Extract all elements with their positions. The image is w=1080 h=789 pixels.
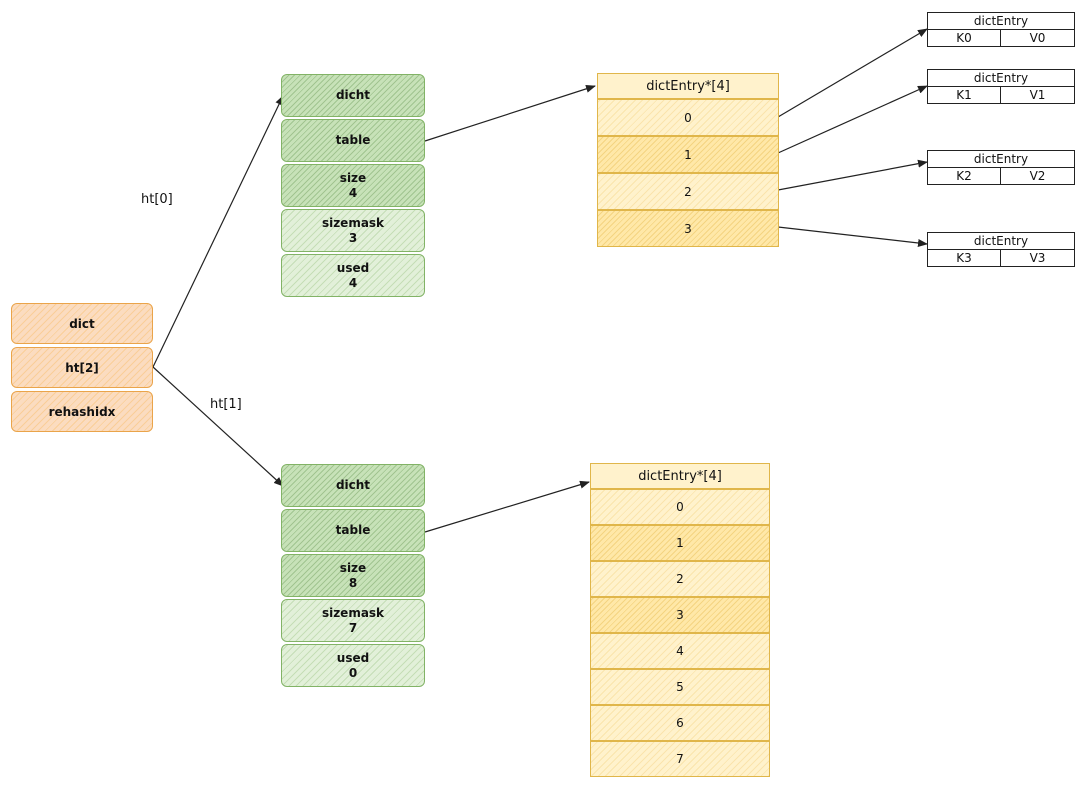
- ht1-dicht-header: dicht: [281, 464, 425, 507]
- edge-label-ht1: ht[1]: [210, 397, 242, 412]
- arrow-dict-to-ht1: [152, 366, 284, 487]
- edge-label-ht0: ht[0]: [141, 192, 173, 207]
- entry-key: K2: [927, 167, 1001, 185]
- ht1-size-value: 8: [348, 575, 358, 590]
- arrow-dict-to-ht0: [152, 95, 284, 368]
- entry-key: K3: [927, 249, 1001, 267]
- arrow-slot2-to-entry2: [777, 159, 928, 191]
- array1-title: dictEntry*[4]: [590, 463, 770, 489]
- entry-value: V3: [1000, 249, 1075, 267]
- dict-header: dict: [11, 303, 153, 344]
- dict-entry-1: dictEntry K1 V1: [927, 69, 1075, 105]
- ht1-used-value: 0: [348, 665, 358, 680]
- array0-slot: 2: [597, 173, 779, 210]
- entry-title: dictEntry: [927, 12, 1075, 30]
- dict-rehashidx-field: rehashidx: [11, 391, 153, 432]
- entry-value: V1: [1000, 86, 1075, 104]
- array1-slot: 0: [590, 489, 770, 525]
- entry-value: V2: [1000, 167, 1075, 185]
- array1-slot: 6: [590, 705, 770, 741]
- arrow-slot1-to-entry1: [777, 85, 928, 154]
- entry-title: dictEntry: [927, 69, 1075, 87]
- dict-entry-2: dictEntry K2 V2: [927, 150, 1075, 186]
- ht1-table-field: table: [281, 509, 425, 552]
- array0-slot: 3: [597, 210, 779, 247]
- ht0-table-field: table: [281, 119, 425, 162]
- arrow-slot3-to-entry3: [777, 226, 928, 247]
- array1-slot: 7: [590, 741, 770, 777]
- arrow-ht1-table-to-array: [424, 480, 590, 533]
- entry-title: dictEntry: [927, 150, 1075, 168]
- array1-slot: 4: [590, 633, 770, 669]
- array1-slot: 5: [590, 669, 770, 705]
- entry-value: V0: [1000, 29, 1075, 47]
- dict-entry-0: dictEntry K0 V0: [927, 12, 1075, 48]
- array0-slot: 1: [597, 136, 779, 173]
- array0-slot: 0: [597, 99, 779, 136]
- ht0-used-value: 4: [348, 275, 358, 290]
- ht0-size-value: 4: [348, 185, 358, 200]
- dict-entry-3: dictEntry K3 V3: [927, 232, 1075, 268]
- entry-key: K0: [927, 29, 1001, 47]
- arrow-slot0-to-entry0: [777, 28, 928, 118]
- array1-slot: 3: [590, 597, 770, 633]
- ht1-sizemask-value: 7: [348, 620, 358, 635]
- array1-slot: 2: [590, 561, 770, 597]
- ht0-sizemask-value: 3: [348, 230, 358, 245]
- ht0-dicht-header: dicht: [281, 74, 425, 117]
- dict-ht-field: ht[2]: [11, 347, 153, 388]
- array1-slot: 1: [590, 525, 770, 561]
- entry-key: K1: [927, 86, 1001, 104]
- array0-title: dictEntry*[4]: [597, 73, 779, 99]
- arrow-ht0-table-to-array: [424, 84, 596, 142]
- entry-title: dictEntry: [927, 232, 1075, 250]
